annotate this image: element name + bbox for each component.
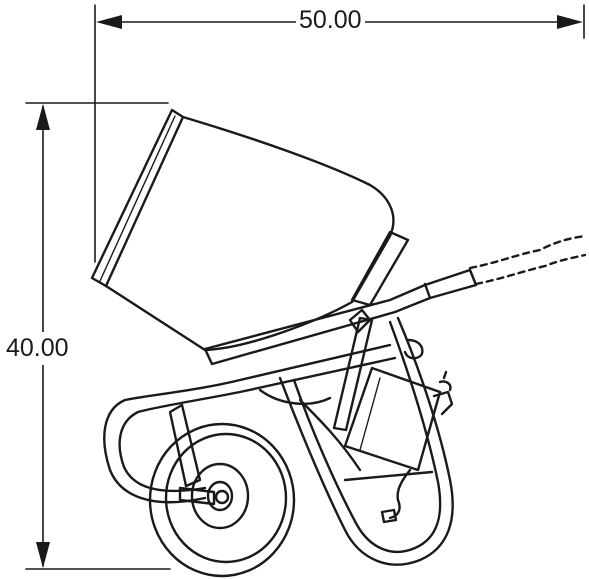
wheel-tire-outer xyxy=(148,422,296,578)
tow-bar-main xyxy=(203,268,478,366)
front-frame xyxy=(103,343,397,504)
rear-stand-mid xyxy=(332,316,374,432)
power-cord-plug xyxy=(380,508,398,524)
tow-hitch-dashed xyxy=(468,234,587,286)
wheel-hub-center xyxy=(206,480,234,512)
width-dimension-label: 50.00 xyxy=(296,8,365,33)
wheel-hub xyxy=(190,462,250,530)
wheel-axle xyxy=(178,486,216,506)
width-dimension xyxy=(94,4,585,263)
front-frame-outer xyxy=(103,343,392,504)
wheel-tire-inner xyxy=(164,432,288,564)
mixer-drum xyxy=(90,108,410,405)
tow-bar-joint xyxy=(423,282,432,300)
height-arrow-bottom xyxy=(36,542,50,568)
height-arrow-top xyxy=(36,104,50,130)
rear-leg-loop-inner xyxy=(292,320,442,553)
rear-stand-brace xyxy=(298,398,362,472)
drum-body xyxy=(104,115,395,352)
rear-stand-crossbar xyxy=(343,470,434,482)
front-frame-inner xyxy=(118,356,397,493)
tow-bar xyxy=(203,234,587,366)
tow-bar-mount-bolt xyxy=(403,338,424,360)
drum-rim-inner xyxy=(99,115,176,282)
motor-switch xyxy=(432,390,454,416)
drum-lower-curve xyxy=(258,388,332,405)
width-arrow-right xyxy=(557,15,583,29)
motor-housing xyxy=(343,366,442,472)
motor-plug xyxy=(438,370,452,392)
wheel-axle-nut xyxy=(214,489,230,505)
wheel xyxy=(148,422,296,578)
height-dimension-label: 40.00 xyxy=(4,332,71,365)
motor xyxy=(343,366,454,524)
front-leg xyxy=(168,403,202,488)
drum-bottom-band xyxy=(350,230,410,307)
motor-housing-detail xyxy=(359,377,381,451)
width-arrow-left xyxy=(96,15,122,29)
